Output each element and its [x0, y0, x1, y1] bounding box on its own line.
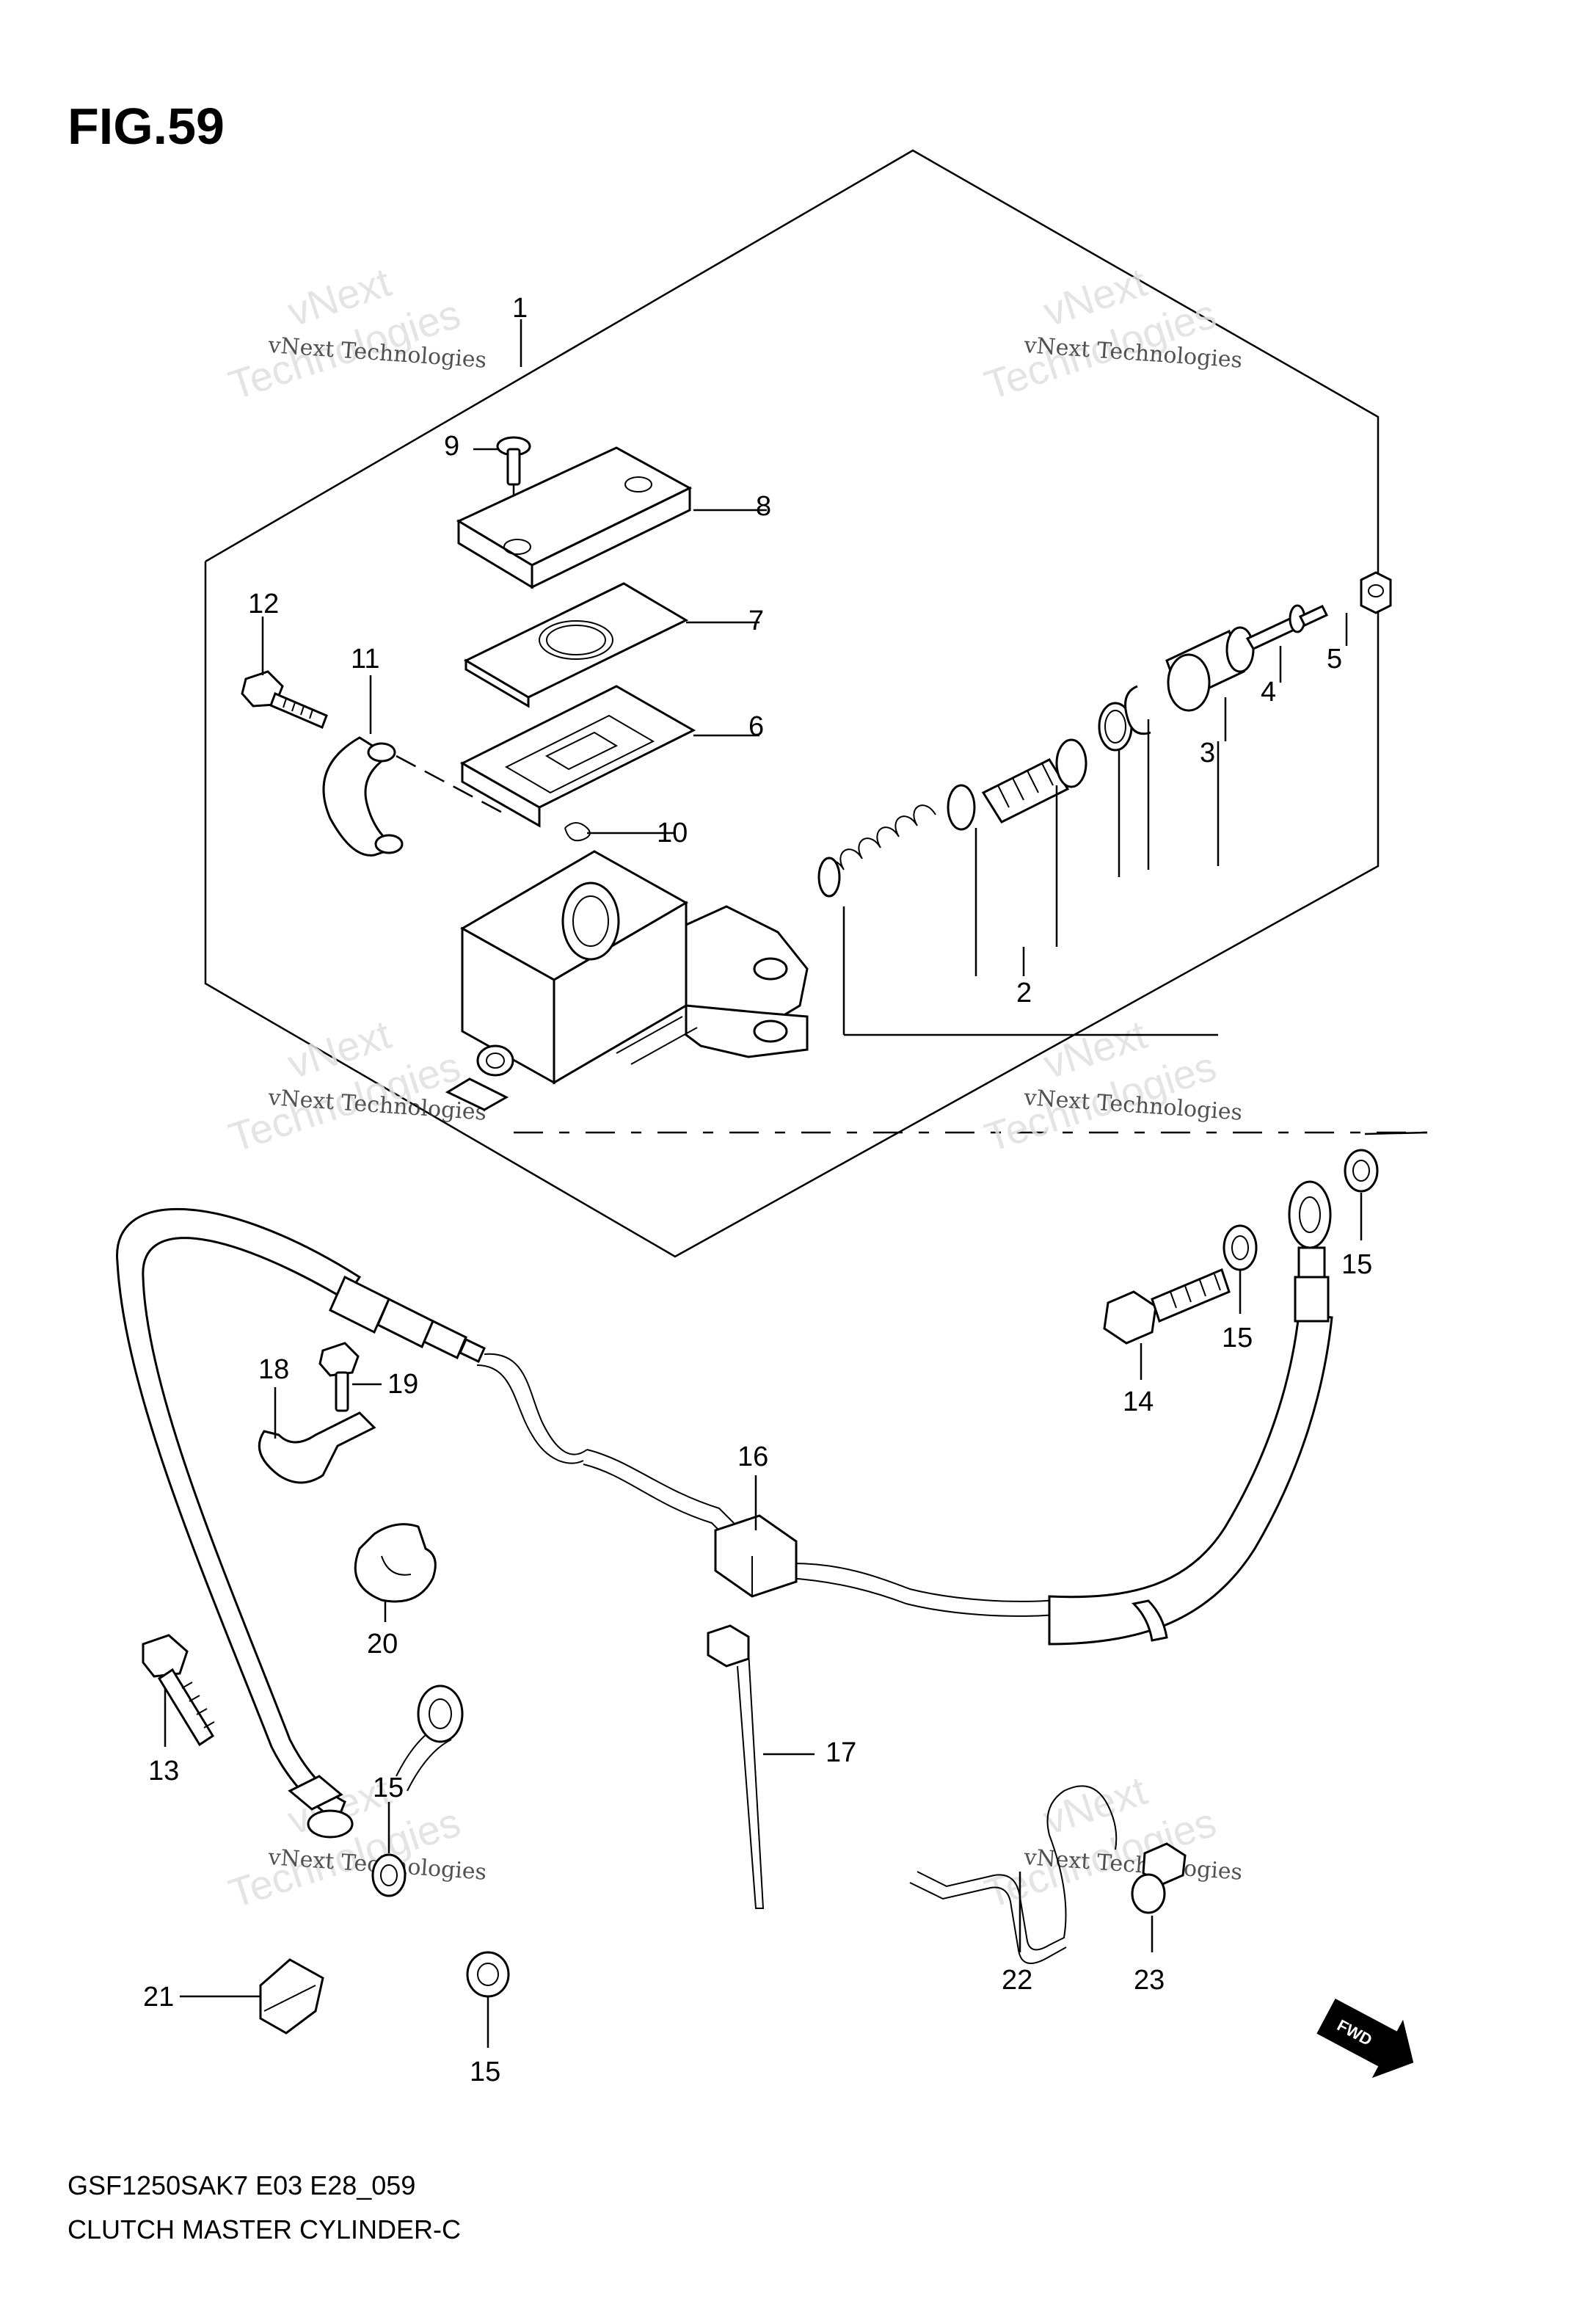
watermark-mid-left: vNext Technologies vNext Technologies: [223, 1011, 487, 1160]
label-6: 6: [748, 711, 764, 742]
model-code: GSF1250SAK7 E03 E28_059: [68, 2170, 415, 2200]
part-21-clip: [259, 1958, 324, 2035]
label-19: 19: [387, 1369, 418, 1400]
part-13-bolt: [142, 1634, 215, 1747]
part-10-clip: [564, 822, 591, 842]
part-11-clamp: [322, 736, 507, 857]
part-19-bolt: [318, 1342, 360, 1412]
watermark-top-left: vNext Technologies vNext Technologies: [223, 258, 487, 408]
part-8-cap: [456, 446, 693, 589]
part-3-dust-boot: [1165, 626, 1255, 712]
label-16: 16: [737, 1442, 768, 1472]
leader-lines-assembly: [261, 319, 1348, 1036]
label-23: 23: [1134, 1965, 1165, 1996]
part-5-nut: [1360, 571, 1392, 614]
watermark-top-right: vNext Technologies vNext Technologies: [979, 258, 1243, 408]
part-17-cable-tie: [707, 1624, 765, 1909]
part-15-washers: [371, 1149, 1379, 1998]
part-20-clip: [354, 1523, 437, 1603]
part-14-union-bolt: [1103, 1268, 1231, 1345]
label-9: 9: [444, 431, 459, 462]
watermark-mid-right: vNext Technologies vNext Technologies: [979, 1011, 1243, 1160]
label-2: 2: [1016, 978, 1032, 1008]
watermark-bottom-right: vNext Technologies vNext Technologies: [979, 1767, 1243, 1916]
leader-lines-hose: [164, 1193, 1363, 2048]
label-11: 11: [351, 644, 379, 675]
label-21: 21: [143, 1982, 174, 2013]
label-8: 8: [756, 491, 771, 522]
label-4: 4: [1261, 677, 1276, 708]
label-5: 5: [1327, 644, 1342, 675]
label-13: 13: [148, 1756, 179, 1786]
label-1: 1: [512, 293, 528, 324]
label-10: 10: [657, 818, 688, 848]
label-7: 7: [748, 606, 764, 636]
part-16-grommet: [714, 1514, 798, 1598]
watermark-bottom-left: vNext Technologies vNext Technologies: [223, 1767, 487, 1916]
diagram-name: CLUTCH MASTER CYLINDER-C: [68, 2214, 461, 2244]
figure-title: FIG.59: [68, 98, 225, 155]
label-15d: 15: [470, 2057, 500, 2087]
label-22: 22: [1002, 1965, 1032, 1996]
fwd-arrow-badge: FWD: [1316, 1998, 1414, 2079]
master-cylinder-body: [445, 850, 809, 1111]
label-20: 20: [367, 1629, 398, 1660]
assembly-boundary: [204, 149, 1428, 1258]
part-labels: 1 2 3 4 5 6 7 8 9 10 11 12 13 14 15 15 1…: [143, 293, 1372, 2087]
clutch-hose: [116, 1180, 1333, 1839]
label-18: 18: [258, 1354, 289, 1385]
label-15c: 15: [373, 1773, 404, 1803]
label-14: 14: [1123, 1386, 1154, 1417]
label-12: 12: [248, 589, 279, 619]
part-4-push-rod: [1245, 604, 1329, 650]
part-2-piston-assembly: [817, 685, 1151, 898]
part-6-diaphragm: [459, 685, 696, 828]
part-23-nut: [1131, 1842, 1187, 1914]
label-15b: 15: [1341, 1249, 1372, 1280]
part-12-bolt: [241, 670, 328, 729]
label-3: 3: [1200, 738, 1215, 768]
label-17: 17: [826, 1737, 856, 1768]
label-15a: 15: [1222, 1323, 1253, 1353]
part-18-clamp: [258, 1411, 376, 1484]
part-7-plate: [463, 582, 689, 708]
